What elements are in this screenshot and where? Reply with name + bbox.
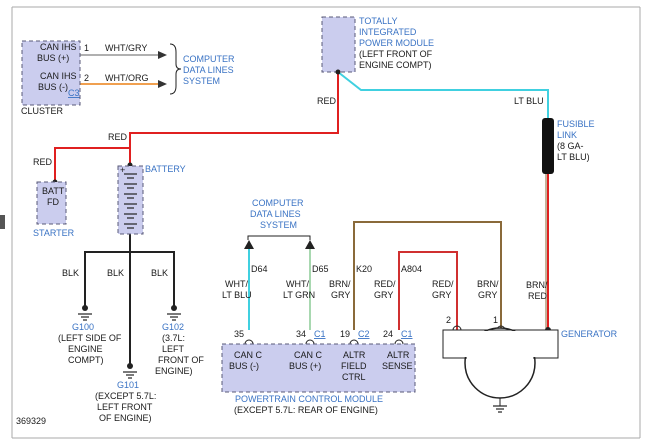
arrow-d65	[305, 240, 315, 249]
wire-lt-blu	[337, 71, 549, 120]
tipm-terminal	[335, 69, 341, 75]
battery-cells	[124, 173, 137, 229]
arrow-d64	[244, 240, 254, 249]
g101-ground-icon	[123, 371, 137, 379]
pcm-pin-19: 19	[340, 329, 350, 339]
gen-pin-2: 2	[446, 315, 451, 325]
wire-label-blk-2: BLK	[107, 268, 124, 278]
data-lines-bracket	[247, 235, 311, 240]
g102-id: G102	[162, 322, 184, 332]
wire-label-wht-lt-grn: WHT/LT GRN	[283, 279, 315, 300]
circuit-d64: D64	[251, 264, 268, 274]
g102-ground-dot	[171, 305, 177, 311]
wire-blk-g102	[130, 251, 175, 308]
starter-box	[36, 181, 67, 225]
wire-label-red-battery: RED	[108, 132, 128, 142]
generator-mask	[444, 331, 557, 357]
battery-name: BATTERY	[145, 164, 186, 174]
g100-ground-icon	[78, 313, 92, 321]
wire-label-red-gry-2: RED/GRY	[432, 279, 454, 300]
g100-id: G100	[72, 322, 94, 332]
circuit-a804: A804	[401, 264, 422, 274]
wire-label-blk-1: BLK	[62, 268, 79, 278]
wire-k20-brn-gry	[353, 221, 502, 330]
wire-label-wht-lt-blu: WHT/LT BLU	[222, 279, 252, 300]
wire-label-blk-3: BLK	[151, 268, 168, 278]
wire-label-wht-gry: WHT/GRY	[105, 43, 147, 53]
generator-brace	[442, 329, 559, 359]
wire-label-brn-gry-1: BRN/GRY	[329, 279, 351, 300]
cluster-name: CLUSTER	[21, 106, 64, 116]
battery-plus: +	[120, 165, 125, 175]
wire-label-wht-org: WHT/ORG	[105, 73, 149, 83]
wire-red-starter	[54, 147, 131, 182]
wire-label-brn-gry-2: BRN/GRY	[477, 279, 499, 300]
circuit-d65: D65	[312, 264, 329, 274]
pcm-pin-arcs	[244, 339, 404, 345]
pcm-conn-c1a: C1	[314, 329, 326, 339]
g100-ground-dot	[82, 305, 88, 311]
wire-label-red-tipm: RED	[317, 96, 337, 106]
wire-label-red-gry-1: RED/GRY	[374, 279, 396, 300]
battery-box	[117, 165, 144, 235]
pcm-conn-c2: C2	[358, 329, 370, 339]
cluster-pin1: 1	[84, 43, 89, 53]
generator-name: GENERATOR	[561, 329, 618, 339]
diagram-id: 369329	[16, 416, 46, 426]
cluster-box	[21, 40, 81, 106]
fusible-link	[542, 118, 554, 174]
tipm-box	[321, 16, 356, 73]
brace-computer-data	[169, 43, 182, 95]
wire-label-brn-red: BRN/RED	[526, 280, 548, 301]
g101-id: G101	[117, 380, 139, 390]
arrow-wht-gry	[158, 51, 167, 59]
pcm-pin-34: 34	[296, 329, 306, 339]
gen-pin-1: 1	[493, 315, 498, 325]
generator-ground-icon	[493, 405, 507, 413]
page-edge-tab	[0, 215, 5, 229]
fusible-link-spec: (8 GA-LT BLU)	[557, 141, 590, 162]
pcm-name: POWERTRAIN CONTROL MODULE	[235, 394, 383, 404]
starter-name: STARTER	[33, 228, 75, 238]
pcm-pin-35: 35	[234, 329, 244, 339]
cluster-pin2: 2	[84, 73, 89, 83]
g102-ground-icon	[167, 313, 181, 321]
pcm-pin-24: 24	[383, 329, 393, 339]
pcm-location: (EXCEPT 5.7L: REAR OF ENGINE)	[234, 405, 378, 415]
wire-label-lt-blu: LT BLU	[514, 96, 544, 106]
pcm-conn-c1b: C1	[401, 329, 413, 339]
wire-a804-red-gry	[398, 251, 458, 330]
circuit-k20: K20	[356, 264, 372, 274]
arrow-wht-org	[158, 80, 167, 88]
cluster-connector: C3	[68, 88, 80, 98]
wire-label-red-starter: RED	[33, 157, 53, 167]
pcm-box	[221, 343, 416, 393]
g101-ground-dot	[127, 363, 133, 369]
